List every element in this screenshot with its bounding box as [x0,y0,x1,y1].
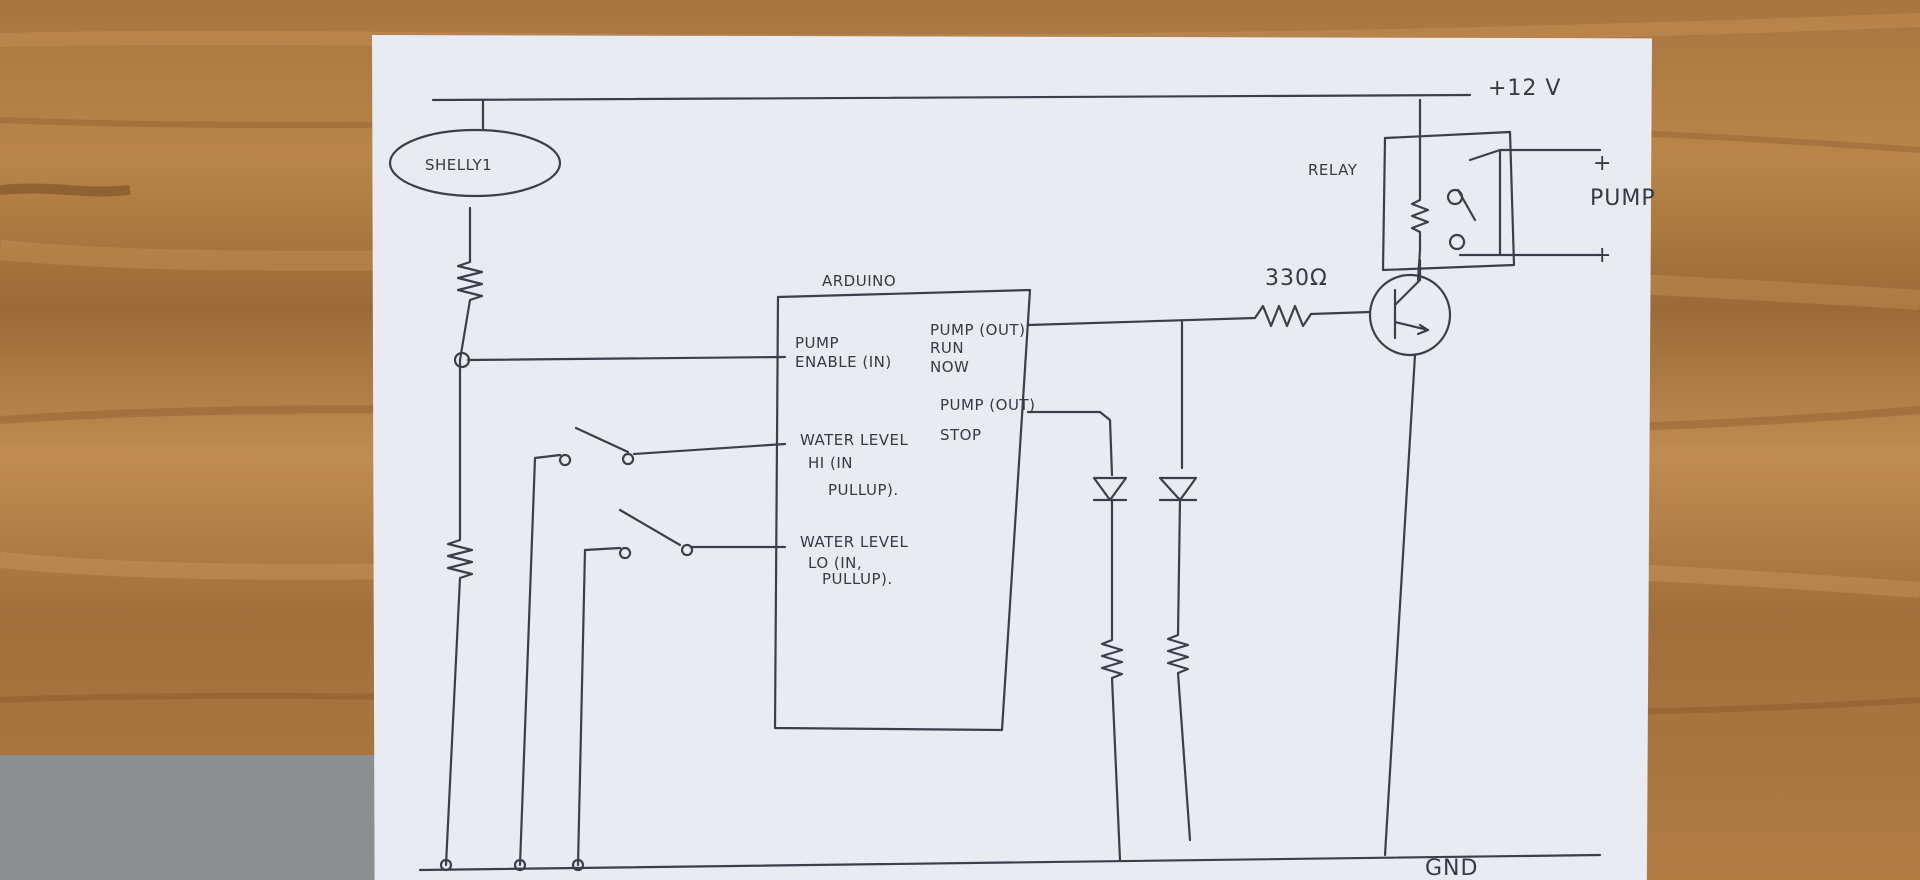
water-lo-switch [576,508,787,867]
pump-terminal-1: + [1593,151,1612,176]
shelly-wire [444,206,484,867]
relay-contacts [1446,148,1602,257]
pin-water-hi-l2: HI (IN [808,454,853,472]
pin-water-lo-l3: PULLUP). [822,570,893,588]
water-hi-switch [518,426,787,867]
pump-terminal-2: + [1593,243,1612,268]
pump-label: PUMP [1590,186,1656,211]
arduino-title: ARDUINO [822,272,896,290]
arduino-box [773,288,1032,732]
led-stop-branch [1026,410,1128,862]
pin-pump-run-l1: PUMP (OUT) [930,321,1025,339]
shelly-node [388,128,562,198]
relay-box [1381,130,1516,272]
transistor-leads [1383,258,1430,857]
resistor-label: 330Ω [1265,266,1328,291]
pump-run-wire [1026,304,1372,328]
relay-coil [1410,98,1430,282]
pump-enable-wire [466,355,787,362]
floor-area [0,755,380,880]
relay-label: RELAY [1308,161,1358,179]
pin-pump-stop-l1: PUMP (OUT) [940,396,1035,414]
pin-water-hi-l3: PULLUP). [828,481,899,499]
supply-rail [431,93,1472,102]
ground-rail [418,853,1602,872]
pin-water-lo-l2: LO (IN, [808,554,862,572]
pin-pump-run-l2: RUN [930,339,964,357]
pin-pump-run-l3: NOW [930,358,969,376]
pin-pump-stop-l2: STOP [940,426,982,444]
pin-pump-enable-l1: PUMP [795,334,839,352]
led-run-branch [1158,320,1198,842]
transistor [1368,273,1452,357]
pin-water-hi-l1: WATER LEVEL [800,431,909,449]
gnd-node-2 [513,858,527,872]
paper-sheet [372,35,1652,880]
supply-label: +12 V [1488,76,1561,101]
shelly-label: SHELLY1 [425,156,492,174]
ground-label: GND [1425,856,1478,880]
pin-water-lo-l1: WATER LEVEL [800,533,909,551]
gnd-node-1 [439,858,453,872]
pin-pump-enable-l2: ENABLE (IN) [795,353,892,371]
gnd-node-3 [571,858,585,872]
